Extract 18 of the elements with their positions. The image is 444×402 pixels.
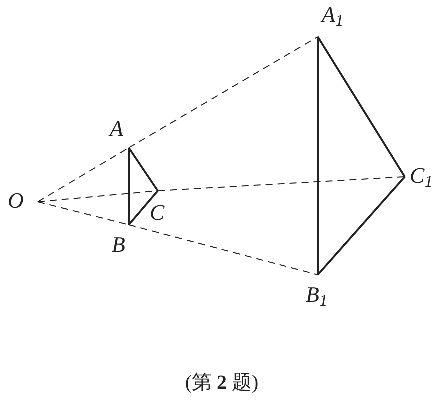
segment-line xyxy=(317,176,406,276)
segment-line xyxy=(317,36,406,178)
dashed-line xyxy=(128,36,318,148)
point-label: A$_{1}$ xyxy=(322,4,344,26)
segment-line xyxy=(128,147,159,192)
caption: (第 2 题) xyxy=(184,371,260,396)
dashed-line xyxy=(158,176,406,192)
dashed-line xyxy=(38,148,130,202)
segment-line xyxy=(128,190,159,226)
segment-line xyxy=(128,148,130,225)
dashed-line xyxy=(128,224,318,276)
segment-line xyxy=(317,37,319,275)
point-label: C xyxy=(150,202,165,224)
point-label: C$_{1}$ xyxy=(410,165,433,187)
point-label: B xyxy=(112,234,126,256)
point-label: A xyxy=(110,118,124,140)
point-label: O xyxy=(8,190,24,212)
point-label: B$_{1}$ xyxy=(306,284,328,306)
